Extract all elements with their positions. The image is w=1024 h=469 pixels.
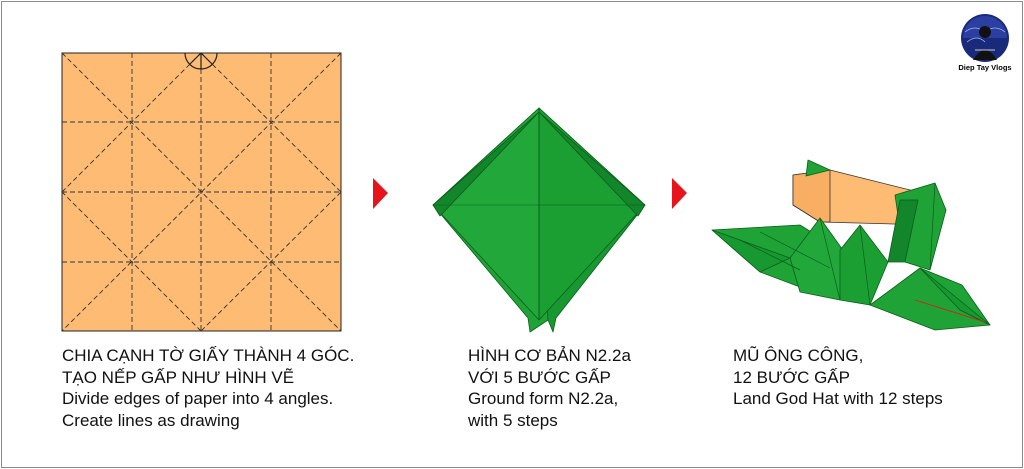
step-2-vn-line-2: VỚI 5 BƯỚC GẤP bbox=[468, 367, 611, 387]
step-1-en-line-1: Divide edges of paper into 4 angles. bbox=[62, 389, 334, 408]
step-3-vn-line-1: MŨ ÔNG CÔNG, bbox=[733, 346, 864, 365]
step-2-caption: HÌNH CƠ BẢN N2.2a VỚI 5 BƯỚC GẤP Ground … bbox=[468, 345, 631, 431]
arrow-right-icon bbox=[373, 178, 388, 209]
step-3-en-line-1: Land God Hat with 12 steps bbox=[733, 389, 943, 408]
logo-label: Diep Tay Vlogs bbox=[958, 63, 1012, 72]
arrow-right-icon bbox=[672, 178, 687, 209]
step-2-vn-line-1: HÌNH CƠ BẢN N2.2a bbox=[468, 346, 631, 365]
angle-marker-icon bbox=[184, 52, 218, 70]
step-1-en-line-2: Create lines as drawing bbox=[62, 410, 240, 430]
step-3-caption: MŨ ÔNG CÔNG, 12 BƯỚC GẤP Land God Hat wi… bbox=[733, 345, 943, 410]
step-2-en-line-1: Ground form N2.2a, bbox=[468, 389, 619, 408]
step-1-caption: CHIA CẠNH TỜ GIẤY THÀNH 4 GÓC. TẠO NẾP G… bbox=[62, 345, 354, 431]
step-1-vn-line-2: TẠO NẾP GẤP NHƯ HÌNH VẼ bbox=[62, 367, 295, 387]
step-1-vn-line-1: CHIA CẠNH TỜ GIẤY THÀNH 4 GÓC. bbox=[62, 346, 355, 365]
base-form-diamond bbox=[432, 107, 646, 333]
channel-logo-icon bbox=[955, 12, 1015, 76]
crease-pattern-square bbox=[61, 52, 342, 332]
land-god-hat bbox=[711, 159, 991, 331]
step-3-vn-line-2: 12 BƯỚC GẤP bbox=[733, 367, 850, 387]
step-2-en-line-2: with 5 steps bbox=[468, 410, 558, 430]
